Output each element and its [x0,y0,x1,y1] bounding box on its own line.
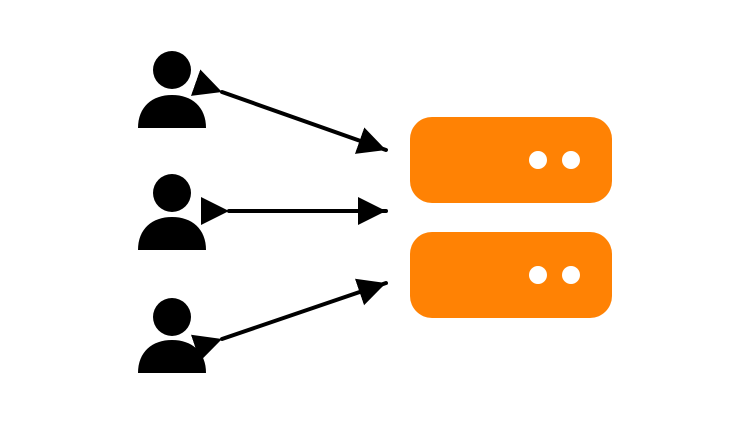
user-icon [138,51,206,128]
connection-arrow-top [190,69,388,154]
server-unit-top [410,117,612,203]
user-icon [138,298,206,373]
connection-arrow-bottom [190,278,388,362]
server-unit-bottom [410,232,612,318]
server-light-icon [562,151,580,169]
server-light-icon [529,151,547,169]
server-light-icon [562,266,580,284]
user-icon [138,174,206,250]
server-light-icon [529,266,547,284]
server-icon [410,117,612,318]
